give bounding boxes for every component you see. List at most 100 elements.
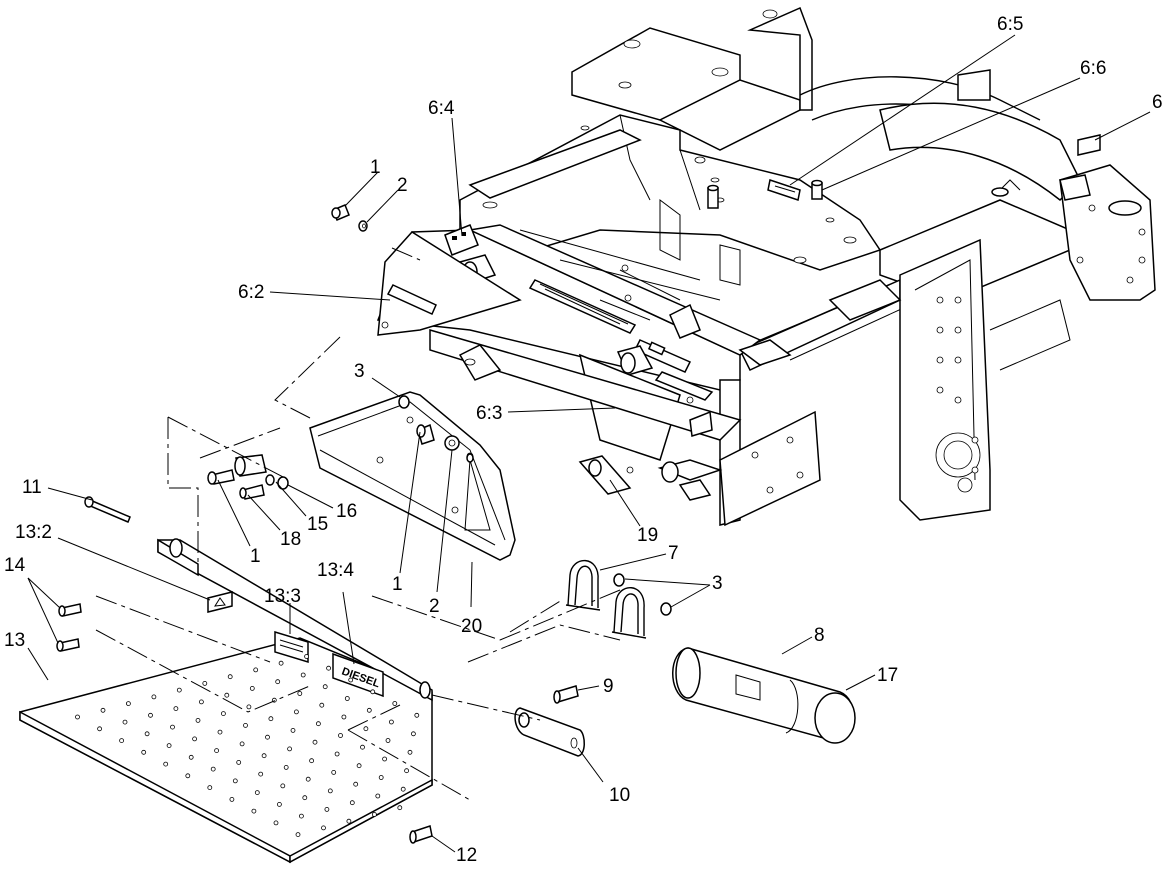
perforation-hole <box>224 692 230 698</box>
callout-9: 9 <box>603 676 614 697</box>
perforation-hole <box>378 775 384 780</box>
perforation-hole <box>170 724 175 730</box>
perforation-hole <box>163 761 169 767</box>
callout-6-2: 6:2 <box>238 282 264 303</box>
perforation-hole <box>356 763 362 769</box>
perforation-hole <box>122 719 128 725</box>
callout-10: 10 <box>609 785 630 806</box>
perforation-hole <box>176 687 182 693</box>
callout-13-2: 13:2 <box>15 522 52 543</box>
callout-1-mid: 1 <box>392 574 403 595</box>
perforation-hole <box>119 738 124 743</box>
perforation-hole <box>144 731 150 737</box>
perforation-hole <box>397 805 403 811</box>
callout-13: 13 <box>4 630 25 651</box>
perforation-hole <box>275 679 281 685</box>
callout-2-top: 2 <box>397 175 408 196</box>
callout-6-3: 6:3 <box>476 403 502 424</box>
perforation-hole <box>100 707 106 713</box>
perforation-hole <box>331 770 337 775</box>
perforation-hole <box>273 820 279 826</box>
perforation-hole <box>125 701 131 706</box>
perforation-hole <box>304 654 310 659</box>
callout-6-4: 6:4 <box>428 98 455 119</box>
roll-cylinder-part-8 <box>672 647 856 744</box>
callout-11: 11 <box>22 477 42 498</box>
callout-19: 19 <box>637 525 658 546</box>
perforation-hole <box>173 706 179 711</box>
perforation-hole <box>338 733 343 738</box>
perforation-hole <box>309 758 315 764</box>
perforation-hole <box>217 729 223 735</box>
link-part-10 <box>514 707 585 757</box>
perforation-hole <box>363 726 369 732</box>
perforation-hole <box>322 684 328 690</box>
foot-plate-part-13: DIESEL <box>19 538 433 864</box>
fasteners <box>56 204 672 844</box>
perforation-hole <box>312 739 318 745</box>
perforation-hole <box>249 686 255 691</box>
perforation-hole <box>414 712 420 718</box>
callout-14: 14 <box>4 555 26 576</box>
perforation-hole <box>232 778 238 784</box>
perforation-hole <box>202 681 208 686</box>
perforation-hole <box>305 776 311 782</box>
perforation-hole <box>287 746 293 752</box>
perforation-hole <box>210 766 216 772</box>
perforation-hole <box>302 795 308 801</box>
perforation-hole <box>236 760 242 765</box>
perforation-hole <box>220 711 226 716</box>
perforation-hole <box>344 696 350 701</box>
perforation-hole <box>151 694 157 700</box>
perforation-hole <box>276 802 282 807</box>
perforation-hole <box>326 665 332 671</box>
callout-8: 8 <box>814 625 825 646</box>
perforation-hole <box>319 702 325 708</box>
callout-7: 7 <box>668 543 679 564</box>
perforation-hole <box>227 674 233 680</box>
perforation-hole <box>371 812 377 817</box>
perforation-hole <box>404 768 410 774</box>
callout-13-3: 13:3 <box>264 586 301 607</box>
callout-20: 20 <box>461 616 482 637</box>
perforation-hole <box>353 781 359 787</box>
perforation-hole <box>293 709 299 715</box>
perforation-hole <box>370 689 376 695</box>
leader-lines <box>27 34 1151 853</box>
perforation-hole <box>195 718 201 723</box>
perforation-hole <box>324 807 330 812</box>
perforation-hole <box>141 749 147 755</box>
perforation-hole <box>265 734 270 740</box>
perforation-hole <box>382 756 388 762</box>
perforation-hole <box>349 800 355 806</box>
perforation-hole <box>166 743 172 748</box>
callout-6: 6 <box>1152 92 1163 113</box>
perforation-hole <box>243 723 248 728</box>
perforation-hole <box>239 741 245 747</box>
perforation-hole <box>298 813 304 819</box>
perforation-hole <box>321 825 326 831</box>
perforation-hole <box>297 691 303 696</box>
perforation-hole <box>407 749 413 755</box>
perforation-hole <box>400 786 406 792</box>
perforation-hole <box>327 788 333 794</box>
perforation-hole <box>253 667 259 673</box>
main-frame <box>376 6 1156 527</box>
callout-16: 16 <box>336 501 357 522</box>
perforation-hole <box>360 744 365 750</box>
callout-6-5: 6:5 <box>997 14 1023 35</box>
perforation-hole <box>148 712 153 718</box>
perforation-hole <box>348 677 354 683</box>
perforation-hole <box>334 751 340 757</box>
perforation-hole <box>251 808 257 814</box>
perforation-hole <box>185 773 191 779</box>
clamps-part-7 <box>565 559 647 639</box>
perforation-hole <box>346 818 352 824</box>
perforation-hole <box>97 726 102 732</box>
callout-labels: 1 2 6:2 6:4 6:5 6:6 6 3 6:3 11 16 15 18 … <box>4 14 1163 866</box>
perforation-hole <box>341 714 347 720</box>
callout-1-top: 1 <box>370 157 381 178</box>
perforation-hole <box>207 785 213 790</box>
callout-3-upper: 3 <box>354 361 365 382</box>
